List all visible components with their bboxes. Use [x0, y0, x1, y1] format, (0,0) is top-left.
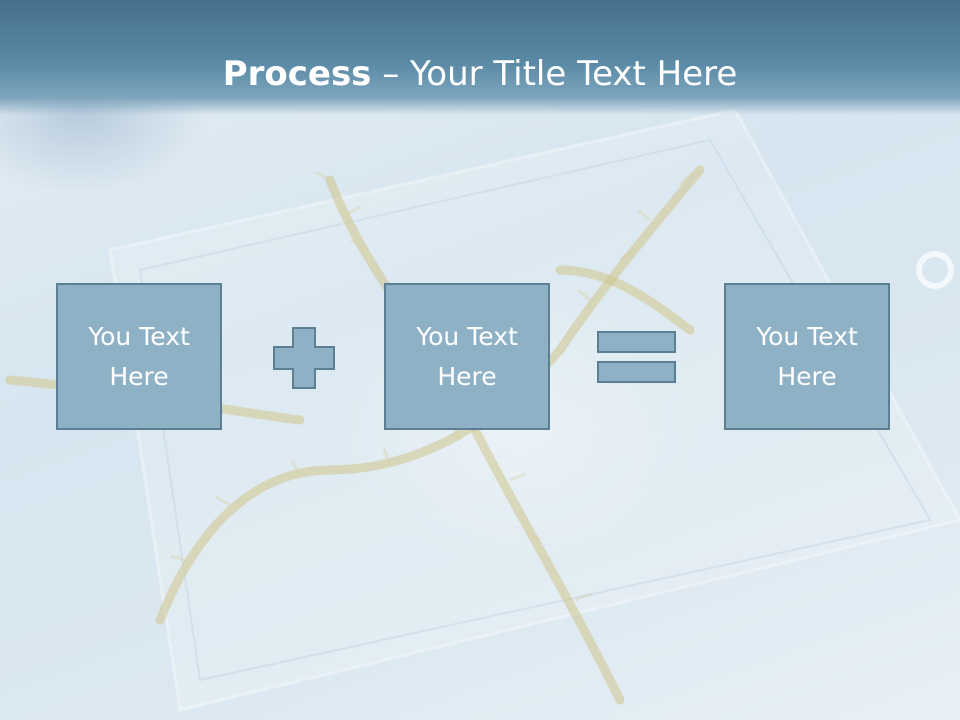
equals-icon	[597, 331, 676, 383]
plus-icon	[273, 327, 335, 389]
title-rest: – Your Title Text Here	[371, 54, 738, 94]
process-box-2[interactable]: You Text Here	[384, 283, 550, 430]
process-box-1-label: You Text Here	[88, 321, 190, 391]
process-box-3-label: You Text Here	[756, 321, 858, 391]
title-bold: Process	[222, 54, 372, 94]
process-box-1[interactable]: You Text Here	[56, 283, 222, 430]
process-box-3[interactable]: You Text Here	[724, 283, 890, 430]
process-box-2-label: You Text Here	[416, 321, 518, 391]
slide-title: Process – Your Title Text Here	[0, 52, 960, 96]
title-bar	[0, 0, 960, 115]
